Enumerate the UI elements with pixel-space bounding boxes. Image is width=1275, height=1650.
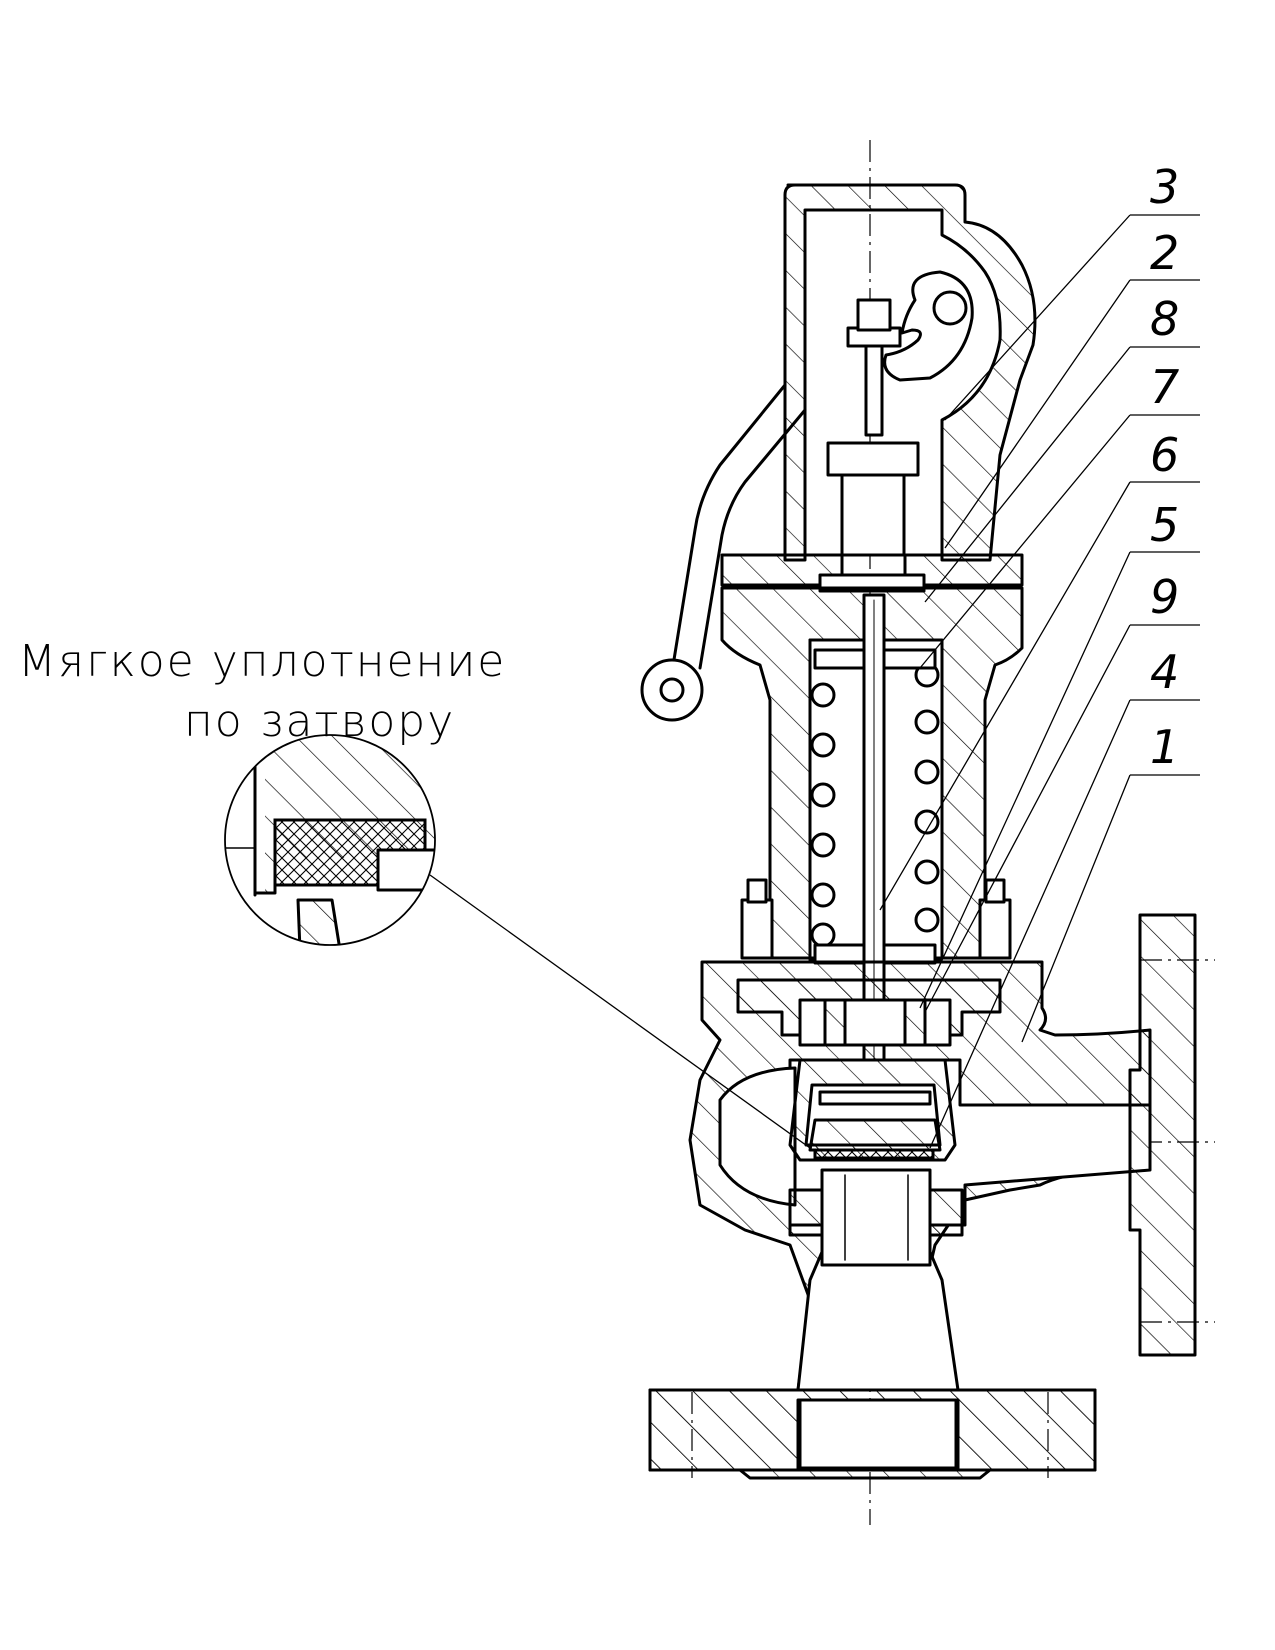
caption-line1: Мягкое уплотнение [18,636,507,687]
spring-coil-right [914,759,940,785]
part-label-3: 3 [1150,160,1182,214]
part-label-7: 7 [1150,360,1182,414]
disc [808,1118,942,1160]
part-label-5: 5 [1150,498,1182,552]
bolt-left [740,878,774,960]
part-label-6: 6 [1150,428,1182,482]
part-label-9: 9 [1150,570,1182,624]
detail-view [224,734,811,1149]
cap [783,183,1037,562]
spring-coil-right [914,907,940,933]
stem-top [826,298,920,557]
pivot-hole [932,290,968,326]
part-label-8: 8 [1150,292,1182,346]
nozzle [788,1168,964,1267]
bolt-right [978,878,1012,960]
spring-coil-right [914,859,940,885]
part-label-4: 4 [1150,645,1182,699]
spring-coil-left [810,782,836,808]
spring-coil-left [810,922,836,948]
spring-coil-left [810,832,836,858]
soft-seal [813,1148,935,1160]
spring-coil-right [914,709,940,735]
caption-line2: по затвору [184,696,456,747]
lever-cam [883,270,974,382]
spring-coil-right [914,809,940,835]
part-label-1: 1 [1150,720,1182,774]
lever-handle [640,383,807,722]
spring [810,662,940,948]
spring-coil-left [810,732,836,758]
spring-coil-left [810,882,836,908]
leader-lines [879,214,1200,1149]
part-label-2: 2 [1150,226,1182,280]
bonnet-flange [720,553,1024,593]
spring-coil-left [810,682,836,708]
